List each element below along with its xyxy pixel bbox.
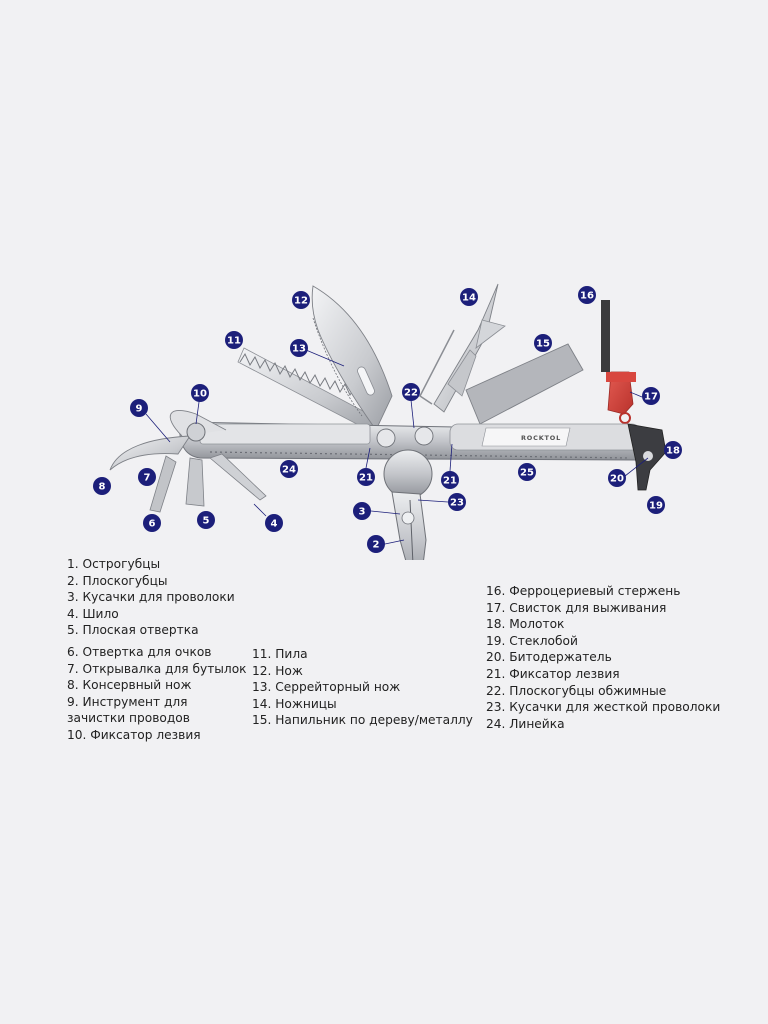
legend-item: 9. Инструмент для зачистки проводов [67, 694, 190, 726]
legend-item: 13. Серрейторный нож [252, 680, 401, 695]
legend-item: 11. Пила [252, 647, 308, 661]
pliers-jaws [391, 491, 427, 560]
callout-25 [518, 463, 536, 481]
svg-text:9: 9 [136, 404, 143, 415]
callout-17 [642, 387, 660, 405]
legend-item: 19. Стеклобой [486, 633, 578, 648]
central-pivot [383, 449, 433, 499]
callout-3 [353, 502, 371, 520]
whistle [606, 371, 636, 424]
svg-text:12: 12 [294, 296, 308, 307]
legend-item: 6. Отвертка для очков [67, 645, 212, 659]
legend-item: 14. Ножницы [252, 696, 337, 711]
callout-11 [225, 331, 243, 349]
callout-5 [197, 511, 215, 529]
legend-item: 20. Битодержатель [486, 650, 612, 665]
legend-column-3: 16. Ферроцериевый стержень 17. Свисток д… [486, 583, 721, 732]
svg-text:25: 25 [520, 468, 534, 479]
legend-item: 4. Шило [67, 606, 119, 621]
svg-text:23: 23 [450, 498, 464, 509]
multitool-diagram: ROCKTOL 1 2 3 4 5 6 7 8 9 [93, 283, 682, 560]
svg-text:15: 15 [536, 339, 550, 350]
callout-14 [460, 288, 478, 306]
callout-21-left [357, 468, 375, 486]
callout-10 [191, 384, 209, 402]
svg-text:3: 3 [359, 507, 366, 518]
svg-text:17: 17 [644, 392, 658, 403]
legend-item: 10. Фиксатор лезвия [67, 727, 201, 742]
legend-item: 23. Кусачки для жесткой проволоки [486, 700, 721, 715]
file-tool [465, 343, 584, 425]
callout-2 [367, 535, 385, 553]
svg-text:13: 13 [292, 344, 306, 355]
ferro-rod [601, 300, 610, 372]
callout-4 [265, 514, 283, 532]
legend-item: 8. Консервный нож [67, 678, 192, 693]
callout-21-right [441, 471, 459, 489]
legend-item: 21. Фиксатор лезвия [486, 666, 620, 681]
legend-item: 18. Молоток [486, 617, 565, 632]
callout-12 [292, 291, 310, 309]
svg-text:11: 11 [227, 336, 241, 347]
legend-item: 15. Напильник по дереву/металлу [252, 713, 473, 728]
svg-text:24: 24 [282, 465, 296, 476]
legend-item: 1. Острогубцы [67, 557, 161, 571]
callout-16 [578, 286, 596, 304]
scissors [419, 283, 506, 413]
legend-item: 22. Плоскогубцы обжимные [486, 683, 667, 698]
svg-text:16: 16 [580, 291, 594, 302]
brand-logo: ROCKTOL [521, 434, 561, 442]
svg-text:5: 5 [203, 516, 210, 527]
callout-19 [647, 496, 665, 514]
knife-blade [311, 285, 393, 431]
callout-23 [448, 493, 466, 511]
svg-text:2: 2 [373, 540, 380, 551]
svg-text:22: 22 [404, 388, 418, 399]
svg-text:19: 19 [649, 501, 663, 512]
svg-text:7: 7 [144, 473, 151, 484]
callout-24 [280, 460, 298, 478]
svg-text:18: 18 [666, 446, 680, 457]
svg-text:20: 20 [610, 474, 624, 485]
svg-text:10: 10 [193, 389, 207, 400]
svg-text:4: 4 [271, 519, 278, 530]
callout-18 [664, 441, 682, 459]
legend-item: 17. Свисток для выживания [486, 600, 667, 615]
svg-text:8: 8 [99, 482, 106, 493]
callout-20 [608, 469, 626, 487]
legend-column-1a: 1. Острогубцы 2. Плоскогубцы 3. Кусачки … [67, 556, 257, 639]
callout-15 [534, 334, 552, 352]
callout-8 [93, 477, 111, 495]
legend-item: 7. Открывалка для бутылок [67, 661, 247, 676]
callout-7 [138, 468, 156, 486]
legend-item: 16. Ферроцериевый стержень [486, 584, 681, 598]
legend-item: 12. Нож [252, 663, 303, 678]
legend-column-2: 11. Пила 12. Нож 13. Серрейторный нож 14… [252, 646, 477, 729]
svg-text:6: 6 [149, 519, 156, 530]
callout-9 [130, 399, 148, 417]
svg-text:21: 21 [359, 473, 373, 484]
legend-item: 5. Плоская отвертка [67, 623, 199, 638]
callout-6 [143, 514, 161, 532]
legend-item: 2. Плоскогубцы [67, 573, 168, 588]
legend-column-1b: 6. Отвертка для очков 7. Открывалка для … [67, 644, 247, 744]
left-tools [109, 409, 267, 513]
svg-text:21: 21 [443, 476, 457, 487]
legend-item: 24. Линейка [486, 716, 565, 731]
callout-22 [402, 383, 420, 401]
callout-badges: 1 2 3 4 5 6 7 8 9 10 11 12 13 14 15 16 1… [93, 286, 682, 553]
legend-item: 3. Кусачки для проволоки [67, 590, 235, 605]
callout-13 [290, 339, 308, 357]
svg-text:14: 14 [462, 293, 476, 304]
